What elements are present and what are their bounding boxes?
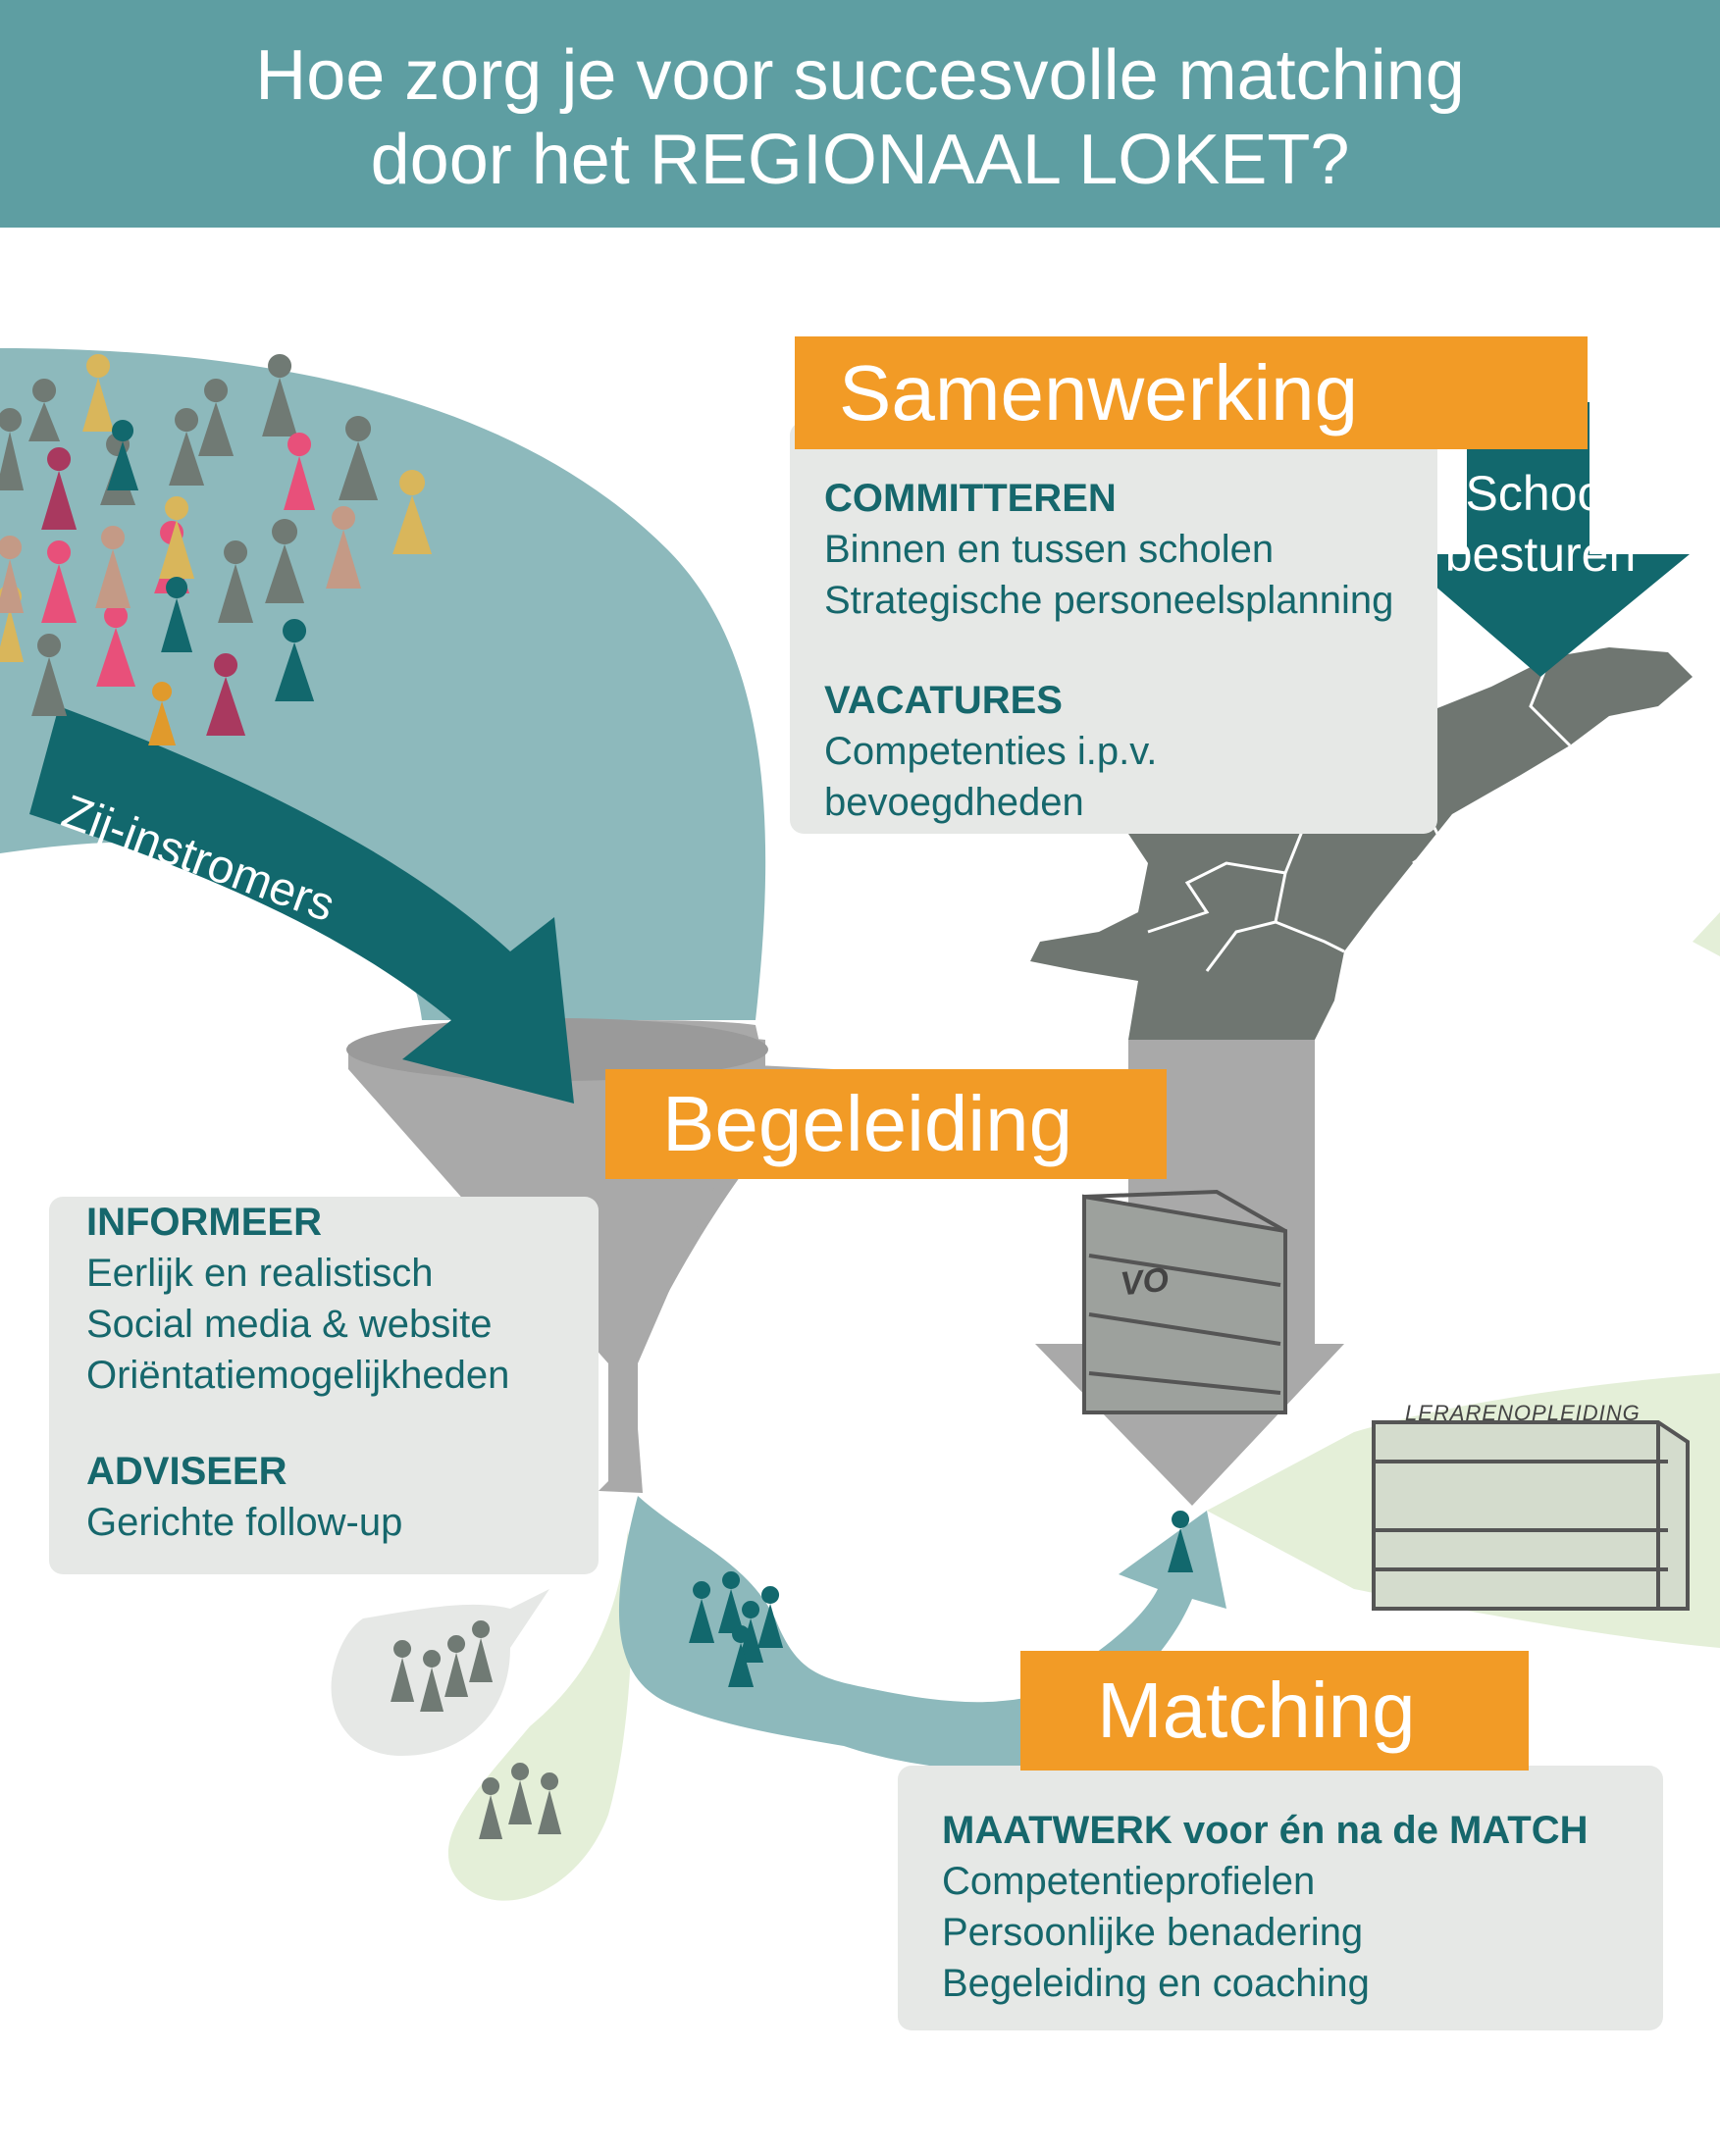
pawns-grey-group xyxy=(391,1620,494,1712)
lerarenopleiding-building xyxy=(1372,1420,1690,1611)
samenwerking-line-2: Strategische personeelsplanning xyxy=(824,579,1394,622)
pawns-crowd xyxy=(0,354,433,745)
school-besturen-line-2: besturen xyxy=(1444,527,1637,582)
samenwerking-label: Samenwerking xyxy=(795,336,1588,449)
drip-grey xyxy=(331,1589,549,1756)
begeleiding-label: Begeleiding xyxy=(605,1069,1167,1179)
matching-line-3: Begeleiding en coaching xyxy=(942,1962,1370,2005)
school-besturen-arrow xyxy=(1398,402,1690,677)
funnel xyxy=(348,1020,834,1493)
pawns-teal-group xyxy=(689,1571,784,1687)
drip-green xyxy=(447,1530,632,1901)
maatwerk-heading: MAATWERK voor én na de MATCH xyxy=(942,1809,1589,1852)
vo-label: VO xyxy=(1119,1260,1171,1304)
page-title-line-2: door het REGIONAAL LOKET? xyxy=(370,121,1350,199)
begeleiding-line-4: Gerichte follow-up xyxy=(86,1501,403,1544)
green-arrow-right-edge xyxy=(1693,912,1720,956)
committeren-heading: COMMITTEREN xyxy=(824,477,1117,520)
samenwerking-line-1: Binnen en tussen scholen xyxy=(824,528,1275,571)
school-besturen-label: School besturen xyxy=(1442,463,1639,585)
vo-building xyxy=(1082,1189,1287,1414)
page-title-line-1: Hoe zorg je voor succesvolle matching xyxy=(255,36,1465,115)
adviseer-heading: ADVISEER xyxy=(86,1450,287,1493)
begeleiding-line-1: Eerlijk en realistisch xyxy=(86,1252,434,1295)
instroom-stream xyxy=(0,348,766,1020)
drip-teal xyxy=(618,1496,1030,1775)
matching-line-1: Competentieprofielen xyxy=(942,1860,1316,1903)
school-besturen-line-1: School xyxy=(1465,466,1616,521)
samenwerking-line-3: Competenties i.p.v. xyxy=(824,730,1158,773)
informeer-heading: INFORMEER xyxy=(86,1201,322,1244)
samenwerking-text: COMMITTEREN Binnen en tussen scholen Str… xyxy=(824,473,1393,828)
begeleiding-text: INFORMEER Eerlijk en realistisch Social … xyxy=(86,1197,509,1548)
matching-text: MAATWERK voor én na de MATCH Competentie… xyxy=(942,1805,1589,2009)
lerarenopleiding-label: LERARENOPLEIDING xyxy=(1405,1401,1641,1425)
matching-label: Matching xyxy=(1020,1651,1529,1771)
vacatures-heading: VACATURES xyxy=(824,679,1063,722)
begeleiding-box xyxy=(49,1197,599,1574)
zij-instromers-arrow xyxy=(29,706,574,1104)
matching-line-2: Persoonlijke benadering xyxy=(942,1911,1364,1954)
header-banner xyxy=(0,0,1720,228)
begeleiding-line-2: Social media & website xyxy=(86,1303,493,1346)
region-map xyxy=(1030,647,1693,1040)
begeleiding-line-3: Oriëntatiemogelijkheden xyxy=(86,1354,510,1397)
matching-box xyxy=(898,1766,1663,2030)
samenwerking-line-4: bevoegdheden xyxy=(824,781,1084,824)
pawns-green-group xyxy=(479,1763,562,1839)
matched-pawn xyxy=(1168,1511,1194,1572)
samenwerking-box xyxy=(790,422,1437,834)
